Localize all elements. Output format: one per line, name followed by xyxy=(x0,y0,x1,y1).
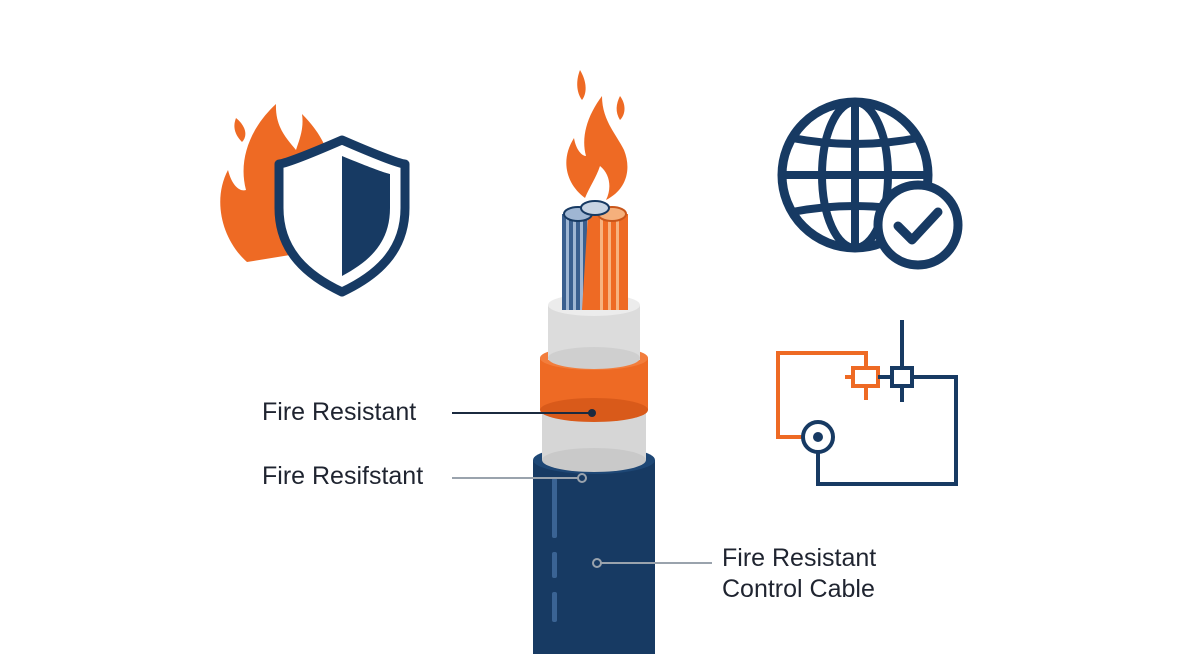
label-control-cable: Fire Resistant Control Cable xyxy=(722,543,876,606)
leader-line-1 xyxy=(452,409,596,417)
flame-icon xyxy=(566,70,628,200)
leader-line-3 xyxy=(592,558,712,568)
label-fire-resistant-2: Fire Resifstant xyxy=(262,462,424,490)
label-fire-resistant-1: Fire Resistant xyxy=(262,398,417,426)
globe-check-icon xyxy=(777,97,963,270)
label-control-cable-line1: Fire Resistant xyxy=(722,544,877,572)
label-control-cable-line2: Control Cable xyxy=(722,575,875,604)
fire-shield-icon xyxy=(220,104,410,297)
leader-line-2 xyxy=(452,473,587,483)
conductor-bundle xyxy=(562,200,628,310)
circuit-diagram-icon xyxy=(776,320,958,486)
cable-illustration xyxy=(533,200,655,654)
